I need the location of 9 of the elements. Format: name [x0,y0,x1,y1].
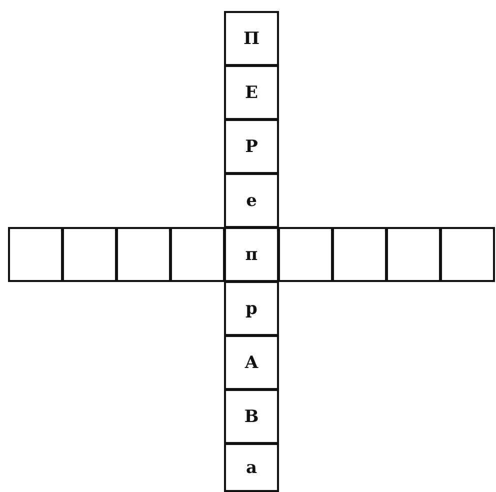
crossword-cell: е [224,173,279,228]
crossword-cell: п [224,227,279,282]
crossword-cell: П [224,11,279,66]
crossword-cell: Е [224,65,279,120]
crossword-cell: В [224,389,279,444]
crossword-cell: Р [224,119,279,174]
crossword-cell: а [224,443,279,492]
crossword-cell: А [224,335,279,390]
crossword-cell: р [224,281,279,336]
